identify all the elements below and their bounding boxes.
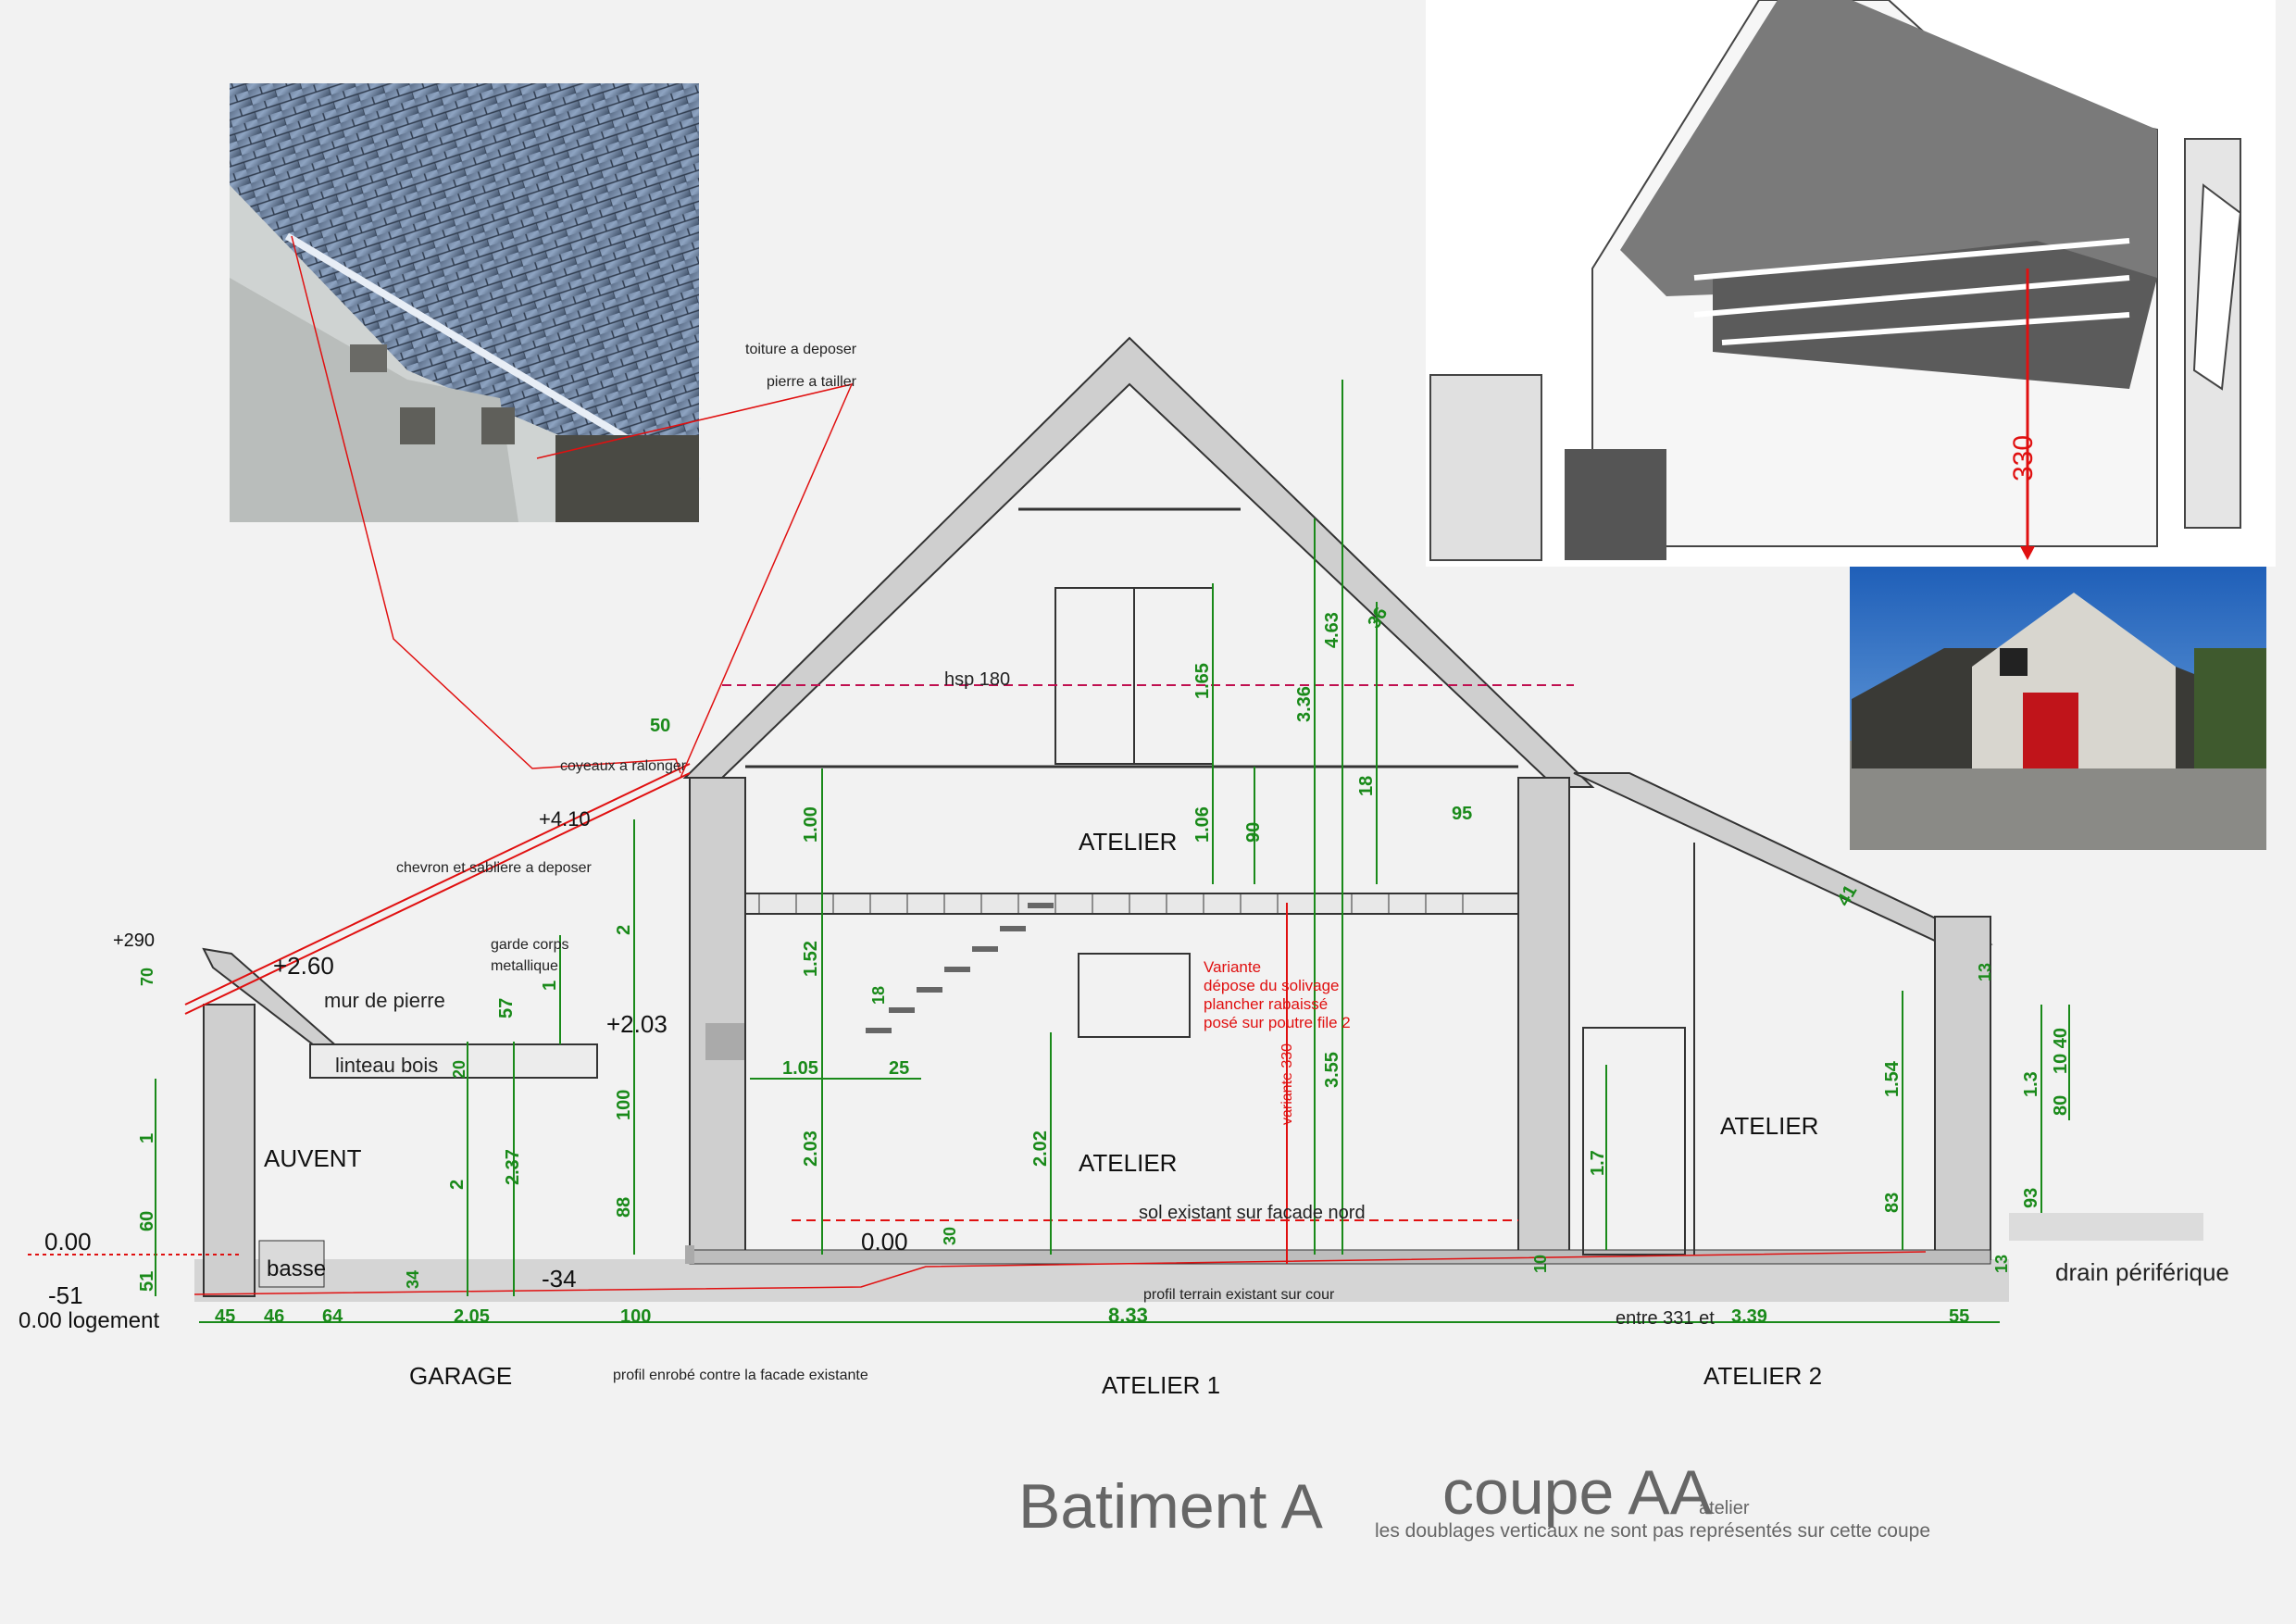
- room-basse: basse: [267, 1256, 326, 1281]
- dim-237: 2.37: [503, 1149, 523, 1185]
- note-hsp: hsp 180: [944, 669, 1010, 690]
- note-sol: sol existant sur facade nord: [1139, 1203, 1366, 1223]
- level-290: +290: [113, 931, 155, 951]
- dim-463: 4.63: [1322, 612, 1342, 648]
- vertical-dimensions: 1.65 1.06 90 1.00 1.52 2.03 2.02 3.36 4.…: [137, 604, 2071, 1292]
- note-chevron: chevron et sabliere a deposer: [396, 860, 592, 876]
- dim-83: 83: [1882, 1193, 1903, 1213]
- level-260: +2.60: [273, 952, 334, 980]
- dim-1a: 1: [540, 981, 560, 991]
- dim-bottom-2: 64: [322, 1306, 343, 1327]
- dim-202: 2.02: [1030, 1131, 1051, 1167]
- note-profil-cour: profil terrain existant sur cour: [1143, 1287, 1335, 1303]
- variante-line-2: dépose du solivage: [1204, 977, 1340, 994]
- dim-20: 20: [450, 1060, 468, 1079]
- dim-100a: 1.00: [801, 806, 821, 843]
- dim-93: 93: [2021, 1188, 2041, 1208]
- dim-1040: 10 40: [2051, 1028, 2071, 1074]
- roof-detail-photo: [230, 83, 702, 522]
- dim-70: 70: [138, 968, 156, 986]
- dim-50: 50: [650, 716, 670, 736]
- note-toiture: toiture a deposer: [745, 342, 857, 357]
- dim-60: 60: [137, 1211, 157, 1231]
- dim-336: 3.36: [1294, 686, 1315, 722]
- dim-90: 90: [1243, 822, 1264, 843]
- note-profil-enrobe: profil enrobé contre la facade existante: [613, 1368, 868, 1383]
- dim-80: 80: [2051, 1095, 2071, 1116]
- dim-57: 57: [496, 998, 517, 1018]
- variante-vertical: variante 330: [1279, 1043, 1295, 1125]
- dim-106: 1.06: [1192, 806, 1213, 843]
- dim-bottom-1: 46: [264, 1306, 284, 1327]
- title-batiment: Batiment A: [1018, 1471, 1323, 1542]
- variante-line-3: plancher rabaissé: [1204, 995, 1328, 1013]
- 3d-model-render: 330: [1426, 0, 2276, 567]
- dim-30: 30: [941, 1227, 959, 1245]
- dim-13b: 13: [1992, 1255, 2011, 1273]
- barn-exterior-photo: [1850, 567, 2266, 850]
- zone-atelier-1: ATELIER 1: [1102, 1371, 1220, 1399]
- dim-bottom-5: 8.33: [1108, 1304, 1148, 1327]
- level-logement: 0.00 logement: [19, 1308, 159, 1333]
- zone-garage: GARAGE: [409, 1362, 512, 1390]
- dim-10: 10: [1531, 1255, 1550, 1273]
- note-entre: entre 331 et: [1616, 1308, 1715, 1329]
- dim-13c: 1.3: [2021, 1071, 2041, 1097]
- dim-25: 25: [889, 1058, 909, 1079]
- dim-88: 88: [614, 1197, 634, 1218]
- room-atelier-main: ATELIER: [1079, 1149, 1177, 1177]
- room-atelier-upper: ATELIER: [1079, 828, 1177, 856]
- dim-100b: 100: [614, 1090, 634, 1120]
- level-000-main: 0.00: [861, 1228, 908, 1255]
- note-mur: mur de pierre: [324, 989, 445, 1012]
- level-minus-34: -34: [542, 1265, 577, 1293]
- room-atelier-right: ATELIER: [1720, 1112, 1818, 1140]
- dim-bottom-4: 100: [620, 1306, 651, 1327]
- dim-bottom-3: 2.05: [454, 1306, 490, 1327]
- dim-bottom-0: 45: [215, 1306, 235, 1327]
- dim-154: 1.54: [1882, 1060, 1903, 1097]
- dim-1b: 1: [137, 1133, 157, 1143]
- dim-18: 18: [1356, 776, 1377, 796]
- dim-355: 3.55: [1322, 1052, 1342, 1088]
- level-410: +4.10: [539, 807, 591, 831]
- dim-17: 1.7: [1588, 1150, 1608, 1176]
- dim-13a: 13: [1976, 963, 1994, 981]
- note-garde-corps-2: metallique: [491, 958, 558, 974]
- dim-105: 1.05: [782, 1058, 818, 1079]
- level-minus-51: -51: [48, 1281, 83, 1309]
- title-note: les doublages verticaux ne sont pas repr…: [1375, 1520, 1930, 1542]
- note-linteau: linteau bois: [335, 1054, 438, 1077]
- note-garde-corps: garde corps: [491, 937, 569, 953]
- dim-18b: 18: [869, 986, 888, 1005]
- dim-51: 51: [137, 1271, 157, 1292]
- dim-bottom-7: 55: [1949, 1306, 1969, 1327]
- note-pierre: pierre a tailler: [767, 374, 857, 390]
- dim-2a: 2: [614, 925, 634, 935]
- zone-atelier-2: ATELIER 2: [1703, 1362, 1822, 1390]
- building-section: [28, 235, 2203, 1323]
- dim-165: 1.65: [1192, 663, 1213, 699]
- dim-95: 95: [1452, 804, 1472, 824]
- level-000-left: 0.00: [44, 1228, 92, 1255]
- dim-152: 1.52: [801, 941, 821, 977]
- note-coyeaux: coyeaux a ralonger: [560, 758, 687, 774]
- room-auvent: AUVENT: [264, 1144, 362, 1172]
- model-measure-label: 330: [2008, 435, 2039, 481]
- note-drain: drain périférique: [2055, 1258, 2229, 1286]
- level-203: +2.03: [606, 1010, 668, 1038]
- title-coupe: coupe AA: [1442, 1457, 1713, 1528]
- dim-bottom-6: 3.39: [1731, 1306, 1767, 1327]
- variante-line-1: Variante: [1204, 958, 1261, 976]
- variante-line-4: posé sur poutre file 2: [1204, 1014, 1351, 1031]
- dim-34: 34: [404, 1270, 422, 1289]
- dim-203: 2.03: [801, 1131, 821, 1167]
- dim-2b: 2: [447, 1180, 468, 1190]
- title-sub: atelier: [1699, 1498, 1750, 1518]
